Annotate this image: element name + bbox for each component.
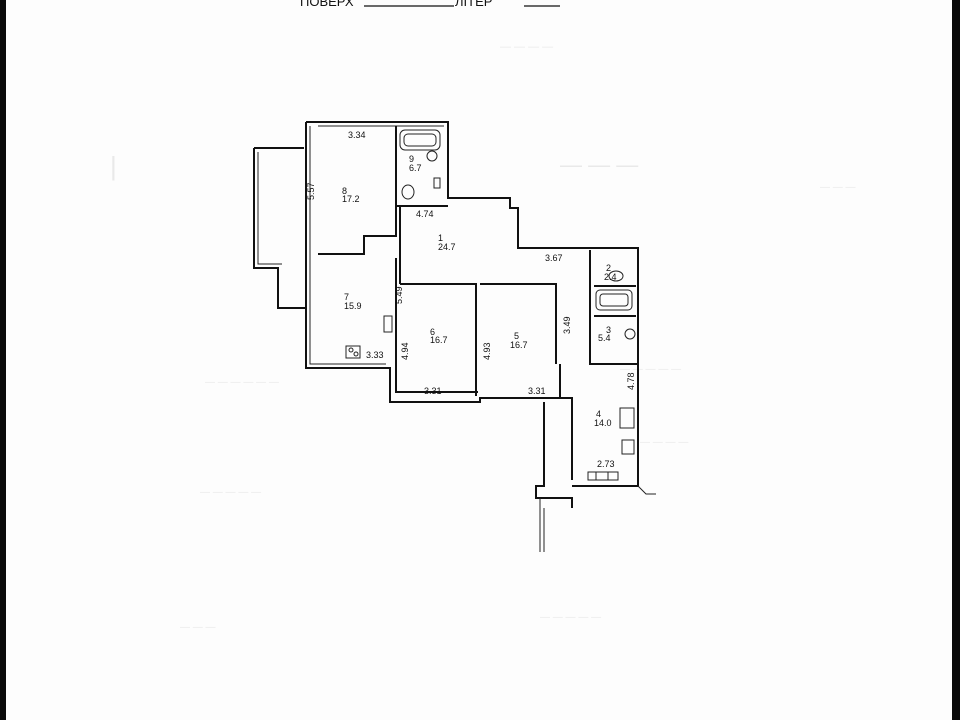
fixtures [345,129,636,481]
room-number: 7 [344,292,349,302]
svg-text:— — —: — — — [820,182,856,193]
bathtub-room9 [399,129,441,151]
room-number: 3 [606,325,611,335]
bathtub-room3 [595,289,633,311]
room-area: 17.2 [342,194,360,204]
dimension-label: 5.57 [306,182,316,200]
sheet-header: ПОВЕРХ ЛІТЕР [300,0,560,9]
floor-label: ПОВЕРХ [300,0,354,9]
sink-room9 [426,150,438,162]
svg-text:— — — — —: — — — — — [200,487,261,498]
svg-text:|: | [110,151,117,181]
toilet-room9 [401,184,415,200]
room-labels: 9 6.7 8 17.2 1 24.7 2 2.4 3 5.4 4 14.0 7… [342,154,617,428]
dimension-label: 2.73 [597,459,615,469]
room-area: 6.7 [409,163,422,173]
dimension-label: 4.78 [626,372,636,390]
dimension-label: 3.31 [528,386,546,396]
dimension-label: 4.94 [400,342,410,360]
dimension-label: 3.33 [366,350,384,360]
dimension-label: 3.49 [562,316,572,334]
dimensions: 3.34 5.57 4.74 3.67 5.49 3.33 4.94 4.93 … [306,130,636,469]
room-number: 9 [409,154,414,164]
stove-room7 [345,345,361,359]
dimension-label: 5.49 [394,286,404,304]
balcony-outline [253,147,306,309]
sink-room4 [619,407,635,429]
svg-text:— — — — —: — — — — — [540,612,601,623]
svg-text:— — —: — — — [180,622,216,633]
svg-text:— — — —: — — — — [500,41,553,53]
dimension-label: 3.67 [545,253,563,263]
room-area: 24.7 [438,242,456,252]
svg-text:— — —: — — — [560,152,638,177]
dimension-label: 4.74 [416,209,434,219]
dimension-label: 3.34 [348,130,366,140]
room-number: 8 [342,186,347,196]
sink-room3 [624,328,636,340]
room-number: 4 [596,409,601,419]
toilet-room2 [608,270,624,282]
room-area: 16.7 [430,335,448,345]
window-room4 [587,471,619,481]
photo-border-right [952,0,960,720]
room-number: 6 [430,327,435,337]
room-area: 14.0 [594,418,612,428]
svg-text:— — — —: — — — — [640,437,688,448]
floor-plan-sheet [6,0,952,720]
room-area: 5.4 [598,333,611,343]
dimension-label: 3.31 [424,386,442,396]
room-area: 16.7 [510,340,528,350]
photo-border-left [0,0,6,720]
svg-text:— — — — —: — — — — — [620,364,681,375]
room-number: 1 [438,233,443,243]
svg-text:— — — — — —: — — — — — — [205,377,279,388]
sink-room7 [383,315,393,333]
room-number: 5 [514,331,519,341]
liter-label: ЛІТЕР [455,0,492,9]
room-area: 2.4 [604,272,617,282]
walls [253,121,656,552]
room-area: 15.9 [344,301,362,311]
bleed-through-marks: — — — — | — — — — — — — — — — — — — — — … [110,41,856,633]
stove-room4 [621,439,635,455]
dimension-label: 4.93 [482,342,492,360]
room-number: 2 [606,263,611,273]
